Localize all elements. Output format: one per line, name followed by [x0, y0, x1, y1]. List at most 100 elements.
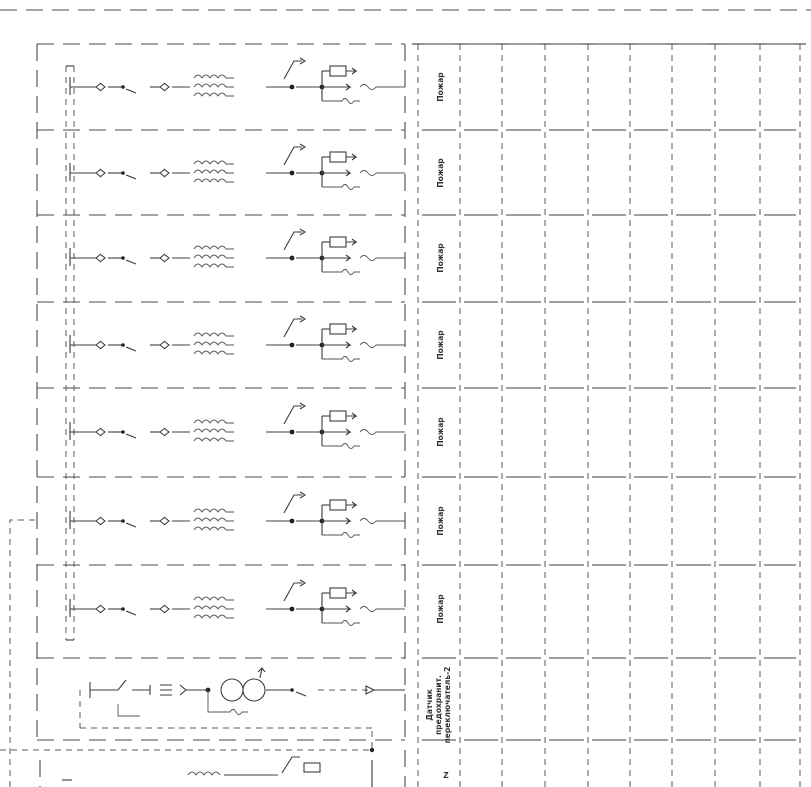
relay-box	[329, 499, 347, 511]
sensor-label-line: предохранит.	[434, 675, 443, 735]
end-coil	[359, 342, 405, 348]
fuse-symbol	[159, 82, 170, 92]
motor-circle	[242, 678, 266, 702]
relay-arrow	[346, 501, 358, 509]
switch-blade	[125, 433, 137, 439]
coil-winding	[193, 74, 234, 79]
arrow-wire	[283, 146, 302, 166]
coil-winding	[193, 350, 234, 355]
contact-dot	[121, 607, 125, 611]
branch-coil	[322, 184, 360, 190]
sensor-label-line: переключатель-2	[443, 667, 452, 744]
breaker-symbol	[95, 253, 106, 263]
breaker-symbol	[95, 427, 106, 437]
sensor-switch	[90, 679, 127, 691]
fuse-symbol	[159, 168, 170, 178]
end-coil	[359, 606, 405, 612]
branch-coil	[322, 443, 360, 449]
coil-winding	[193, 596, 234, 601]
junction-dot	[369, 747, 375, 753]
fuse-symbol	[159, 516, 170, 526]
branch-arrow	[322, 428, 352, 436]
arrow-head	[299, 402, 307, 410]
coil-winding	[193, 341, 234, 346]
fuse-symbol	[159, 604, 170, 614]
row-label: Пожар	[436, 72, 445, 102]
sensor-label-line: Датчик	[425, 689, 434, 721]
circuit-row	[69, 143, 405, 190]
branch-arrow	[322, 83, 352, 91]
motor-circle	[220, 678, 244, 702]
branch-coil	[322, 532, 360, 538]
arrow-wire	[283, 494, 302, 514]
switch-blade	[125, 610, 137, 616]
partial-row	[39, 750, 406, 787]
branch-coil	[207, 690, 248, 715]
circuit-row	[69, 57, 405, 104]
node-dot	[289, 606, 295, 612]
relay-arrow	[346, 325, 358, 333]
breaker-symbol	[95, 604, 106, 614]
circuit-row	[69, 315, 405, 362]
end-coil	[359, 429, 405, 435]
coil-winding	[187, 771, 221, 776]
column-grid	[412, 43, 806, 787]
row-label: Пожар	[436, 594, 445, 624]
contact-dot	[121, 343, 125, 347]
coil-winding	[193, 92, 234, 97]
coil-winding	[193, 178, 234, 183]
relay-arrow	[346, 238, 358, 246]
arrow-wire	[283, 231, 302, 251]
row-label: Пожар	[436, 417, 445, 447]
coil-winding	[193, 508, 234, 513]
end-coil	[359, 518, 405, 524]
frame-lines	[0, 9, 811, 787]
relay-arrow	[346, 153, 358, 161]
arrow-head	[299, 143, 307, 151]
circuit-row	[69, 491, 405, 538]
arrow-wire	[283, 60, 302, 80]
coil-winding	[193, 169, 234, 174]
capacitor-plates	[160, 684, 172, 696]
bottom-row-label: Z	[443, 771, 449, 780]
arrow-wire	[283, 582, 302, 602]
row-label: Пожар	[436, 506, 445, 536]
switch-blade	[295, 691, 307, 697]
arrow-head	[365, 685, 376, 695]
breaker-symbol	[95, 168, 106, 178]
arrow-wire	[283, 405, 302, 425]
contact-dot	[121, 256, 125, 260]
switch-blade	[125, 174, 137, 180]
relay-arrow	[346, 412, 358, 420]
motor-arrow	[257, 667, 266, 679]
outer-loop-bottom	[0, 730, 373, 751]
switch-blade	[125, 259, 137, 265]
circuit-row	[69, 402, 405, 449]
switch-blade	[125, 346, 137, 352]
contact-dot	[121, 430, 125, 434]
coil-winding	[193, 437, 234, 442]
arrow-wire	[281, 756, 300, 774]
end-coil	[359, 255, 405, 261]
row-labels: ПожарПожарПожарПожарПожарПожарПожарДатчи…	[425, 72, 452, 780]
coil-winding	[193, 83, 234, 88]
branch-coil	[322, 356, 360, 362]
circuit-row	[69, 579, 405, 626]
coil-winding	[193, 263, 234, 268]
switch-blade	[125, 88, 137, 94]
contact-dot	[290, 688, 294, 692]
end-coil	[359, 170, 405, 176]
branch-arrow	[322, 341, 352, 349]
circuit-row	[69, 228, 405, 275]
node-dot	[289, 342, 295, 348]
relay-box	[329, 587, 347, 599]
end-coil	[359, 84, 405, 90]
sensor-row	[79, 667, 405, 729]
arrow-wire	[283, 318, 302, 338]
wire-path	[179, 684, 187, 696]
ground-lead	[117, 704, 140, 717]
arrow-head	[299, 315, 307, 323]
contact-dot	[121, 519, 125, 523]
